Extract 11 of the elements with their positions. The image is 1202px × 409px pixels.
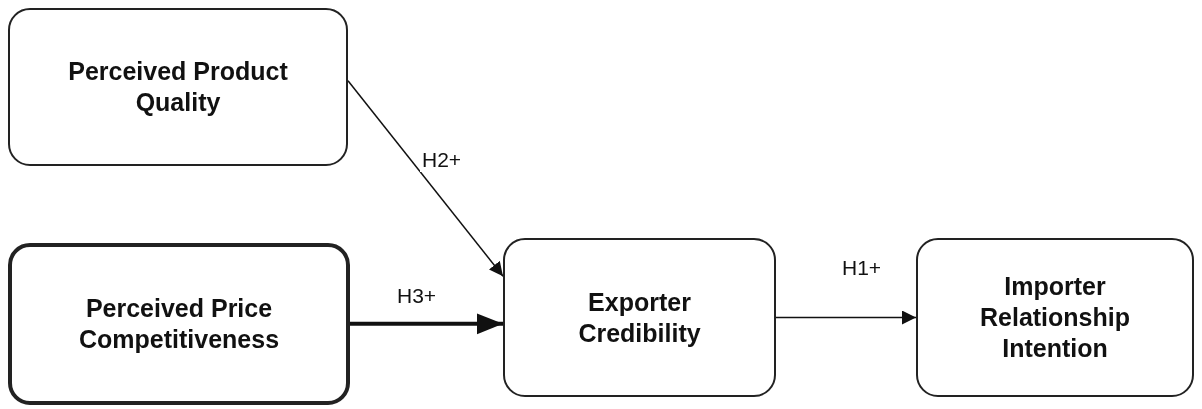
concept-box [8,243,350,405]
concept-label: Importer Relationship Intention [979,271,1131,364]
concept-label: Perceived Price Competitiveness [77,293,281,355]
arrow [350,313,503,335]
arrow [347,79,504,277]
concept-label: Exporter Credibility [577,286,702,349]
concept-box [503,238,776,397]
concept-box [916,238,1194,397]
concept-label: Perceived Product Quality [67,56,289,118]
arrow [775,310,917,325]
concept-box [8,8,348,166]
